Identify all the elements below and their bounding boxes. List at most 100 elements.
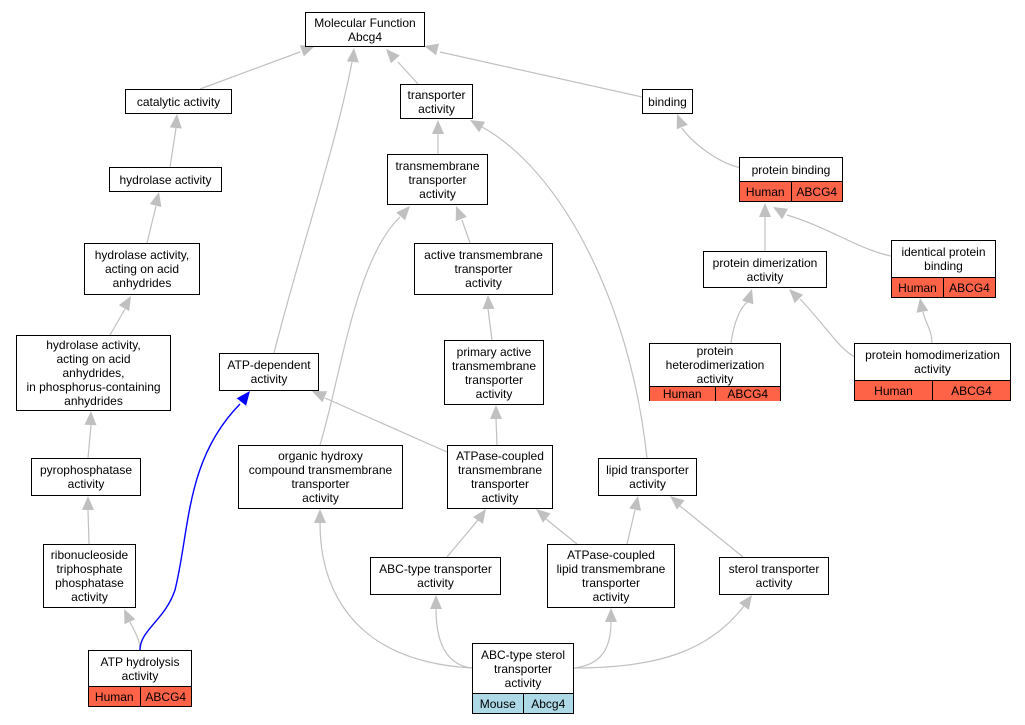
species-cell: Human <box>892 278 943 297</box>
edge-atpase-lipid-atpase-coupled-arrowhead <box>536 509 551 523</box>
edge-abc-sterol-sterol-arrowhead <box>739 595 752 610</box>
edge-atp-dependent-root-arrowhead <box>346 48 359 63</box>
edge-abc-type-atpase-coupled-arrowhead <box>473 509 486 524</box>
node-binding[interactable]: binding <box>642 89 693 114</box>
edge-atpase-coupled-primary <box>495 418 498 446</box>
edge-atp-hydrolysis-atp-dependent-arrowhead <box>236 391 250 406</box>
edge-heterodimer-dimerization <box>730 301 749 344</box>
gene-cell: ABCG4 <box>714 387 780 401</box>
edge-atpase-lipid-lipid-transporter-arrowhead <box>629 496 641 511</box>
edge-lipid-transporter-transporter <box>481 126 648 459</box>
edge-heterodimer-dimerization-arrowhead <box>742 289 754 305</box>
edge-atpase-coupled-atp-dependent <box>324 397 448 453</box>
node-catalytic[interactable]: catalytic activity <box>125 89 232 114</box>
edge-atpase-coupled-primary-arrowhead <box>490 405 502 419</box>
edge-homodimer-identical-arrowhead <box>916 298 929 313</box>
edge-abc-sterol-organic-hydroxy-arrowhead <box>314 509 326 523</box>
node-organic-hydroxy[interactable]: organic hydroxy compound transmembrane t… <box>238 445 403 509</box>
node-lipid-transporter-label: lipid transporter activity <box>606 463 689 491</box>
edge-protein-binding-binding <box>681 127 742 169</box>
edge-hydrolase-acid-hydrolase <box>146 205 157 244</box>
edge-hydrolase-catalytic-arrowhead <box>169 114 182 129</box>
edge-homodimer-identical <box>922 311 933 344</box>
edge-abc-sterol-organic-hydroxy <box>319 522 473 669</box>
node-identical-binding[interactable]: identical protein binding Human ABCG4 <box>891 240 996 298</box>
node-hydrolase[interactable]: hydrolase activity <box>109 167 222 192</box>
node-hydrolase-phos-label: hydrolase activity, acting on acid anhyd… <box>26 338 161 408</box>
edge-homodimer-dimerization-arrowhead <box>789 289 804 304</box>
edge-abc-type-atpase-coupled <box>446 519 479 558</box>
edge-ribonucleoside-pyrophosphatase <box>87 509 90 545</box>
node-pyrophosphatase-label: pyrophosphatase activity <box>39 463 133 491</box>
species-cell: Human <box>89 687 140 706</box>
node-atpase-lipid[interactable]: ATPase-coupled lipid transmembrane trans… <box>547 544 675 608</box>
edge-binding-root <box>439 51 643 98</box>
node-active-tm-label: active transmembrane transporter activit… <box>424 248 543 290</box>
species-cell: Human <box>650 387 715 401</box>
node-protein-binding[interactable]: protein binding Human ABCG4 <box>739 157 843 202</box>
node-heterodimer[interactable]: protein heterodimerization activity Huma… <box>649 343 781 401</box>
node-sterol-transporter[interactable]: sterol transporter activity <box>719 557 829 595</box>
edge-sterol-lipid-transporter <box>679 505 744 558</box>
edge-transporter-root-arrowhead <box>386 49 400 64</box>
node-hydrolase-acid-label: hydrolase activity, acting on acid anhyd… <box>94 248 190 290</box>
edge-tm-transporter-arrowhead <box>432 120 444 134</box>
node-primary-active[interactable]: primary active transmembrane transporter… <box>444 340 544 405</box>
node-transporter[interactable]: transporter activity <box>400 84 473 119</box>
node-hydrolase-phos[interactable]: hydrolase activity, acting on acid anhyd… <box>16 335 171 411</box>
edge-hydrolase-phos-acid <box>109 308 126 336</box>
edge-abc-sterol-abc-type <box>435 608 473 669</box>
edge-hydrolase-catalytic <box>169 127 177 168</box>
node-homodimer-label: protein homodimerization activity <box>865 348 1000 376</box>
edge-atp-hydrolysis-atp-dependent <box>139 403 241 651</box>
edge-dimerization-protein-binding-arrowhead <box>759 203 771 217</box>
node-pyrophosphatase[interactable]: pyrophosphatase activity <box>31 458 141 496</box>
annotation-row: Human ABCG4 <box>89 686 191 706</box>
edge-abc-sterol-sterol <box>573 605 745 669</box>
node-tm-transporter-label: transmembrane transporter activity <box>395 158 480 201</box>
edge-atp-dependent-root <box>273 61 353 354</box>
node-transporter-label: transporter activity <box>407 87 466 116</box>
node-atp-hydrolysis[interactable]: ATP hydrolysis activity Human ABCG4 <box>88 650 192 707</box>
node-atp-dependent[interactable]: ATP-dependent activity <box>219 353 319 391</box>
edge-organic-hydroxy-tm <box>319 216 401 446</box>
node-hydrolase-acid[interactable]: hydrolase activity, acting on acid anhyd… <box>84 243 200 295</box>
node-atpase-coupled[interactable]: ATPase-coupled transmembrane transporter… <box>447 445 553 509</box>
edge-atp-hydrolysis-ribonucleoside <box>129 621 141 651</box>
node-heterodimer-label: protein heterodimerization activity <box>665 344 765 386</box>
edge-atpase-lipid-atpase-coupled <box>545 518 578 545</box>
edge-identical-protein-binding <box>786 214 892 257</box>
node-atpase-lipid-label: ATPase-coupled lipid transmembrane trans… <box>556 548 666 604</box>
node-root[interactable]: Molecular Function Abcg4 <box>305 12 425 47</box>
node-binding-label: binding <box>648 94 687 109</box>
edge-hydrolase-phos-acid-arrowhead <box>118 296 131 312</box>
edge-binding-root-arrowhead <box>424 43 439 56</box>
node-active-tm[interactable]: active transmembrane transporter activit… <box>414 243 553 295</box>
node-homodimer[interactable]: protein homodimerization activity Human … <box>854 343 1011 401</box>
edge-sterol-lipid-transporter-arrowhead <box>670 496 685 510</box>
edge-homodimer-dimerization <box>799 298 856 358</box>
edge-organic-hydroxy-tm-arrowhead <box>396 206 410 221</box>
node-atp-hydrolysis-label: ATP hydrolysis activity <box>100 654 180 683</box>
node-atp-dependent-label: ATP-dependent activity <box>227 358 311 386</box>
edge-abc-sterol-abc-type-arrowhead <box>430 595 442 609</box>
edge-catalytic-root-arrowhead <box>299 45 315 57</box>
node-sterol-transporter-label: sterol transporter activity <box>728 562 820 590</box>
edge-atpase-lipid-lipid-transporter <box>626 509 636 545</box>
node-abc-sterol[interactable]: ABC-type sterol transporter activity Mou… <box>472 643 574 714</box>
edge-catalytic-root <box>199 51 301 90</box>
annotation-row: Human ABCG4 <box>740 181 842 201</box>
node-catalytic-label: catalytic activity <box>136 94 221 109</box>
gene-cell: ABCG4 <box>139 687 191 706</box>
node-abc-type[interactable]: ABC-type transporter activity <box>370 557 501 595</box>
node-tm-transporter[interactable]: transmembrane transporter activity <box>387 154 488 205</box>
edge-hydrolase-acid-hydrolase-arrowhead <box>149 192 162 207</box>
gene-cell: Abcg4 <box>522 694 573 713</box>
edge-active-tm-tm-arrowhead <box>455 206 467 222</box>
edge-primary-active-tm-arrowhead <box>482 295 495 310</box>
edge-abc-sterol-atpase-lipid-arrowhead <box>605 608 617 622</box>
node-dimerization[interactable]: protein dimerization activity <box>703 251 827 288</box>
node-lipid-transporter[interactable]: lipid transporter activity <box>598 458 697 496</box>
node-ribonucleoside[interactable]: ribonucleoside triphosphate phosphatase … <box>43 544 136 608</box>
